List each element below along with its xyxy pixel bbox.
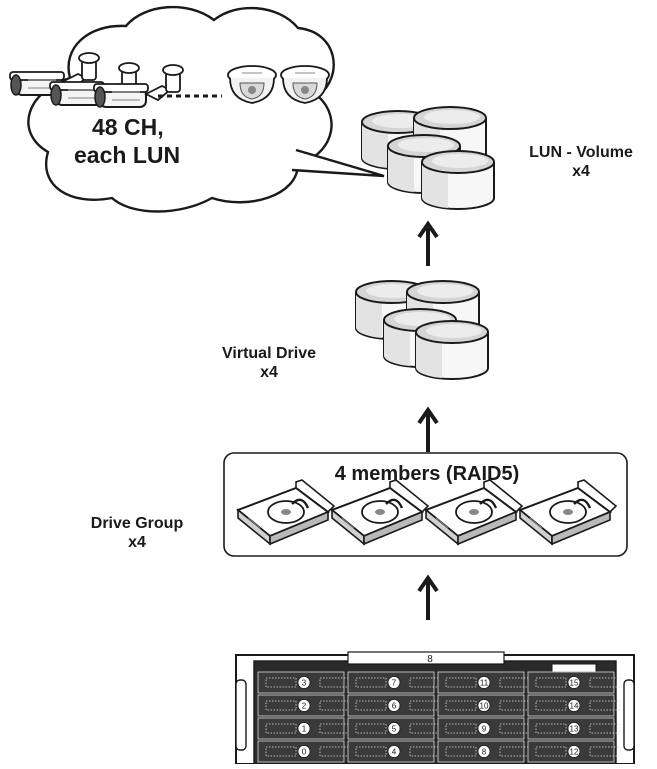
bay-vent — [355, 700, 387, 711]
bay-number-badge — [297, 722, 311, 735]
bay-vent — [535, 677, 567, 688]
bay-vent — [265, 700, 297, 711]
up-arrow-icon — [417, 408, 439, 454]
bay-vent — [265, 723, 297, 734]
drive-group-members: 4 members (RAID5) — [334, 463, 520, 485]
bay-vent — [535, 723, 567, 734]
bay-vent — [589, 677, 621, 688]
bay-number: 7 — [392, 679, 397, 688]
bay-number-badge — [297, 699, 311, 712]
up-arrow-icon — [417, 222, 439, 268]
bay-number-badge — [567, 676, 581, 689]
cloud-label: 48 CH, each LUN — [74, 114, 234, 169]
bay-number-badge — [477, 745, 491, 758]
bay-number: 12 — [570, 748, 579, 757]
database-icon — [421, 150, 495, 210]
bay-vent — [265, 746, 297, 757]
bay-vent — [589, 723, 621, 734]
bay-number: 1 — [302, 725, 307, 734]
bay-number: 5 — [392, 725, 397, 734]
drive-group-label: Drive Group x4 — [54, 514, 220, 552]
virtual-drive-name: Virtual Drive — [222, 345, 316, 362]
bay-number-badge — [297, 745, 311, 758]
bay-vent — [355, 746, 387, 757]
bay-number-badge — [477, 699, 491, 712]
bay-number: 9 — [482, 725, 487, 734]
bay-number-badge — [387, 722, 401, 735]
bay-number-badge — [387, 745, 401, 758]
bay-number: 13 — [570, 725, 579, 734]
bay-vent — [265, 677, 297, 688]
cloud-label-line2: each LUN — [74, 141, 181, 168]
up-arrow-icon — [417, 576, 439, 622]
bay-vent — [445, 723, 477, 734]
bay-number-badge — [387, 699, 401, 712]
bay-number: 8 — [482, 748, 487, 757]
lun-volume-count: x4 — [572, 163, 590, 181]
bay-vent — [535, 746, 567, 757]
bay-vent — [445, 677, 477, 688]
bay-number-badge — [297, 676, 311, 689]
database-icon — [415, 320, 489, 380]
bay-vent — [445, 746, 477, 757]
bay-number: 6 — [392, 702, 397, 711]
bay-number: 10 — [480, 702, 489, 711]
bay-number: 14 — [570, 702, 579, 711]
virtual-drive-count: x4 — [260, 364, 278, 382]
bay-number: 3 — [302, 679, 307, 688]
lun-volume-name: LUN - Volume — [529, 144, 633, 161]
bay-number-badge — [567, 699, 581, 712]
chassis-top-label: 8 — [427, 654, 433, 665]
bay-number: 2 — [302, 702, 307, 711]
drive-group-name: Drive Group — [90, 515, 184, 532]
virtual-drive-label: Virtual Drive x4 — [186, 344, 352, 382]
bay-number-badge — [387, 676, 401, 689]
lun-volume-label: LUN - Volume x4 — [498, 143, 657, 181]
bay-number-badge — [477, 722, 491, 735]
camera-cloud — [27, 5, 335, 213]
bay-number-badge — [477, 676, 491, 689]
bay-vent — [589, 700, 621, 711]
bay-number: 11 — [480, 679, 489, 688]
bay-number: 0 — [302, 748, 307, 757]
bay-number: 4 — [392, 748, 397, 757]
bay-number-badge — [567, 745, 581, 758]
drive-group-count: x4 — [128, 534, 146, 552]
bay-number-badge — [567, 722, 581, 735]
bay-vent — [355, 677, 387, 688]
cloud-label-line1: 48 CH, — [92, 114, 164, 140]
bay-vent — [445, 700, 477, 711]
bay-vent — [355, 723, 387, 734]
bay-vent — [589, 746, 621, 757]
cloud-pointer — [291, 148, 385, 178]
bay-number: 15 — [570, 679, 579, 688]
bay-vent — [535, 700, 567, 711]
